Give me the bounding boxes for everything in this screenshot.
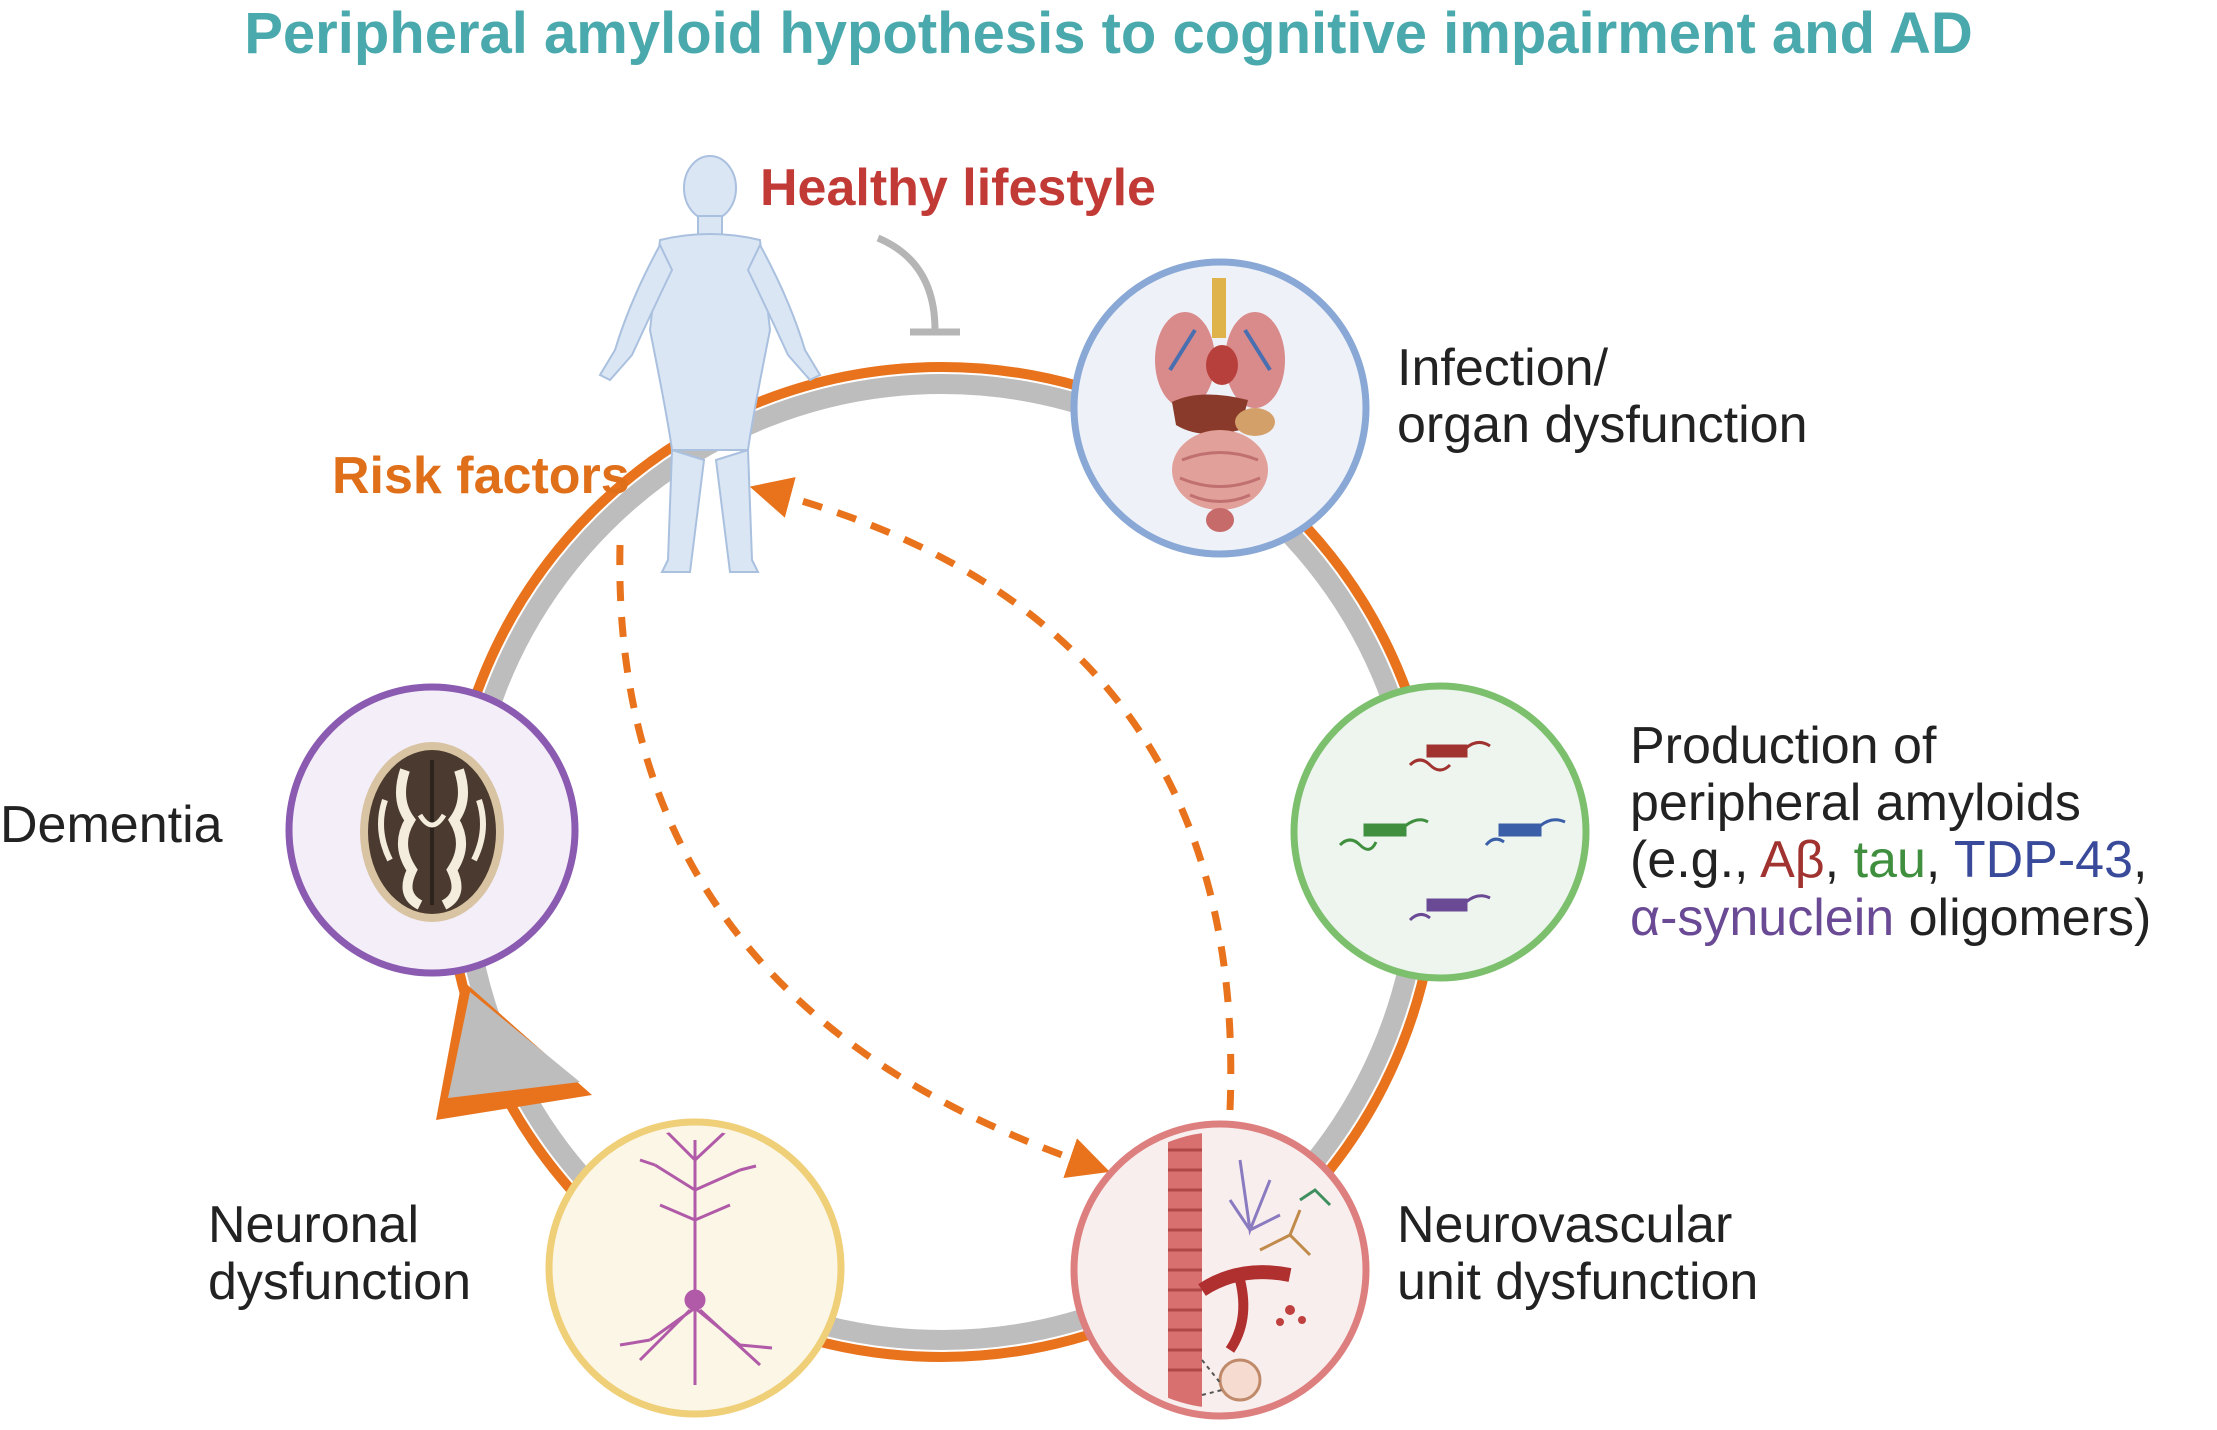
- brain-section-icon: [360, 742, 504, 922]
- production-label: Production of peripheral amyloids (e.g.,…: [1630, 717, 2152, 947]
- production-label-line4: α-synuclein oligomers): [1630, 888, 2152, 947]
- amyloid-fibril-icon: [1338, 741, 1566, 922]
- production-label-line1: Production of: [1630, 717, 1937, 775]
- alpha-synuclein-term: α-synuclein: [1630, 888, 1895, 947]
- tau-term: tau: [1853, 831, 1926, 890]
- infection-label: Infection/ organ dysfunction: [1397, 339, 1808, 455]
- production-label-line3: (e.g., Aβ, tau, TDP-43,: [1630, 832, 2151, 889]
- infection-circle: [1070, 258, 1370, 558]
- neurovascular-label-line2: unit dysfunction: [1397, 1253, 1759, 1312]
- tdp43-term: TDP-43: [1953, 831, 2133, 890]
- examples-open: (e.g.,: [1630, 831, 1761, 890]
- production-circle: [1290, 682, 1590, 982]
- neuronal-label-line1: Neuronal: [208, 1196, 420, 1254]
- dementia-label: Dementia: [0, 796, 223, 854]
- separator: ,: [2133, 831, 2148, 890]
- progression-arrow: [436, 980, 592, 1120]
- neurovascular-label-line1: Neurovascular: [1397, 1196, 1733, 1254]
- dashed-arrow-risk-to-nvu: [616, 544, 1110, 1179]
- infection-label-line2: organ dysfunction: [1397, 396, 1808, 455]
- oligomers-text: oligomers): [1894, 888, 2152, 947]
- inhibition-symbol: [876, 234, 960, 336]
- separator: ,: [1925, 831, 1954, 890]
- risk-factors-label: Risk factors: [332, 447, 630, 505]
- dashed-arrows: [616, 477, 1235, 1179]
- healthy-lifestyle-label: Healthy lifestyle: [760, 159, 1156, 217]
- organs-icon: [1155, 278, 1285, 532]
- neurovascular-label: Neurovascular unit dysfunction: [1397, 1196, 1759, 1312]
- neurovascular-circle: [1070, 1120, 1370, 1420]
- infection-label-line1: Infection/: [1397, 339, 1609, 397]
- neuronal-label-line2: dysfunction: [208, 1253, 472, 1312]
- production-label-line2: peripheral amyloids: [1630, 774, 2081, 833]
- separator: ,: [1824, 831, 1854, 890]
- dementia-circle: [285, 683, 579, 977]
- neuron-icon: [619, 1130, 773, 1385]
- dashed-arrow-nvu-to-risk: [749, 477, 1235, 1111]
- page-title: Peripheral amyloid hypothesis to cogniti…: [244, 1, 1973, 66]
- neuronal-label: Neuronal dysfunction: [208, 1196, 472, 1312]
- human-figure-icon: [598, 155, 822, 573]
- neuronal-circle: [545, 1118, 845, 1418]
- neurovascular-unit-icon: [1168, 1132, 1332, 1408]
- abeta-term: Aβ: [1760, 831, 1825, 890]
